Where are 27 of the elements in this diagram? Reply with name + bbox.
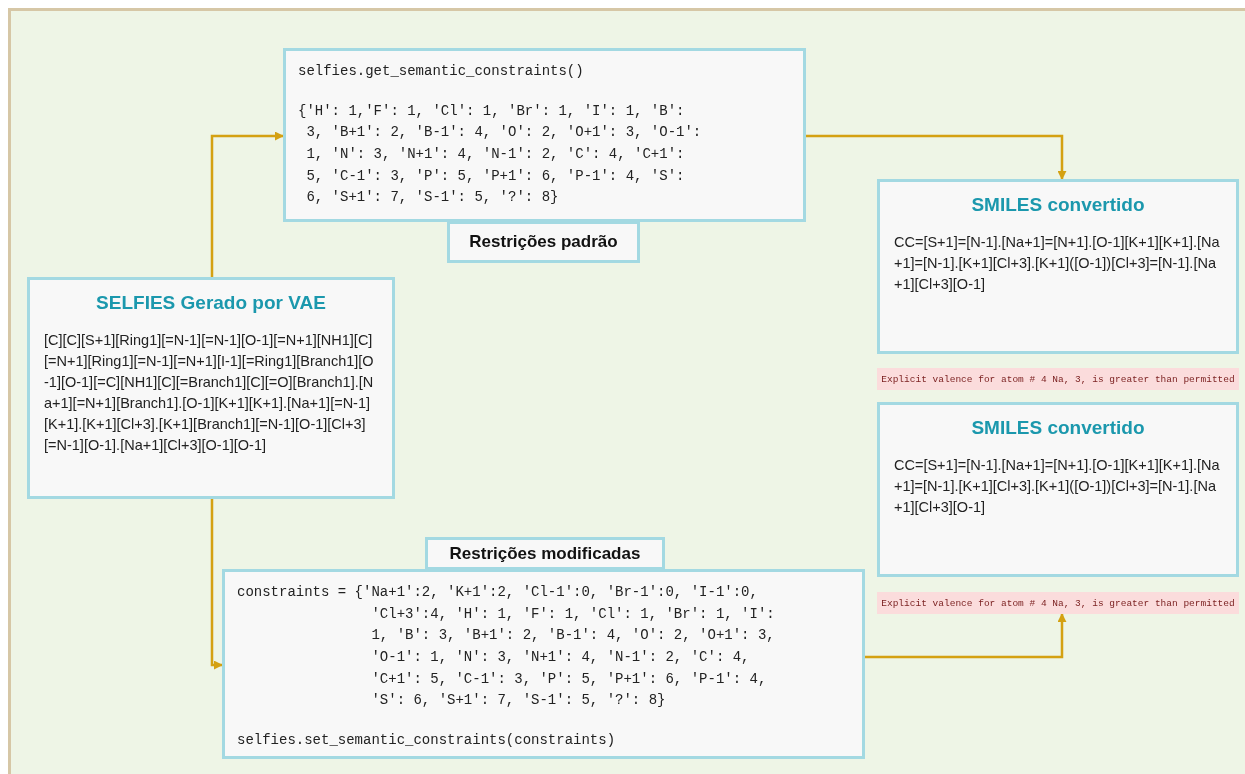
error-message-band [877,368,1239,390]
box-body-text: CC=[S+1]=[N-1].[Na+1]=[N+1].[O-1][K+1][K+1].[Na+1]=[N-1].[K+1][Cl+3].[K+1]([O-1])[Cl+3]=[N-1].[Na+1][Cl+3][O-1] [894,456,1221,518]
code-text: {'H': 1,'F': 1, 'Cl': 1, 'Br': 1, 'I': 1, 'B': 3, 'B+1': 2, 'B-1': 4, 'O': 2, 'O+1': 3, 'O-1': 1, 'N': 3, 'N+1': 4, 'N-1': 2, 'C': 4, 'C+1': 5, 'C-1': 3, 'P': 5, 'P+1': 6, 'P-1': 4, 'S': 6, 'S+1': 7, 'S-1': 5, '?': 8} [298,101,702,208]
box-title: SMILES convertido [970,194,1146,216]
error-message-band [877,592,1239,614]
box-body-text: [C][C][S+1][Ring1][=N-1][=N-1][O-1][=N+1][NH1][C][=N+1][Ring1][=N-1][=N+1][I-1][=Ring1][Branch1][O-1][O-1][=C][NH1][C][=Branch1][C][=O][Branch1].[Na+1][=N+1][Branch1].[O-1][K+1][K+1].[Na+1][=N-1][K+1].[K+1][Cl+3].[K+1][Branch1][=N-1][O-1][Cl+3][=N-1][O-1].[Na+1][Cl+3][O-1][O-1] [44,331,375,456]
arrow [806,134,1067,180]
code-box [222,569,865,759]
box-body-text: CC=[S+1]=[N-1].[Na+1]=[N+1].[O-1][K+1][K+1].[Na+1]=[N-1].[K+1][Cl+3].[K+1]([O-1])[Cl+3]=[N-1].[Na+1][Cl+3][O-1] [894,233,1221,295]
code-text: constraints = {'Na+1':2, 'K+1':2, 'Cl-1':0, 'Br-1':0, 'I-1':0, 'Cl+3':4, 'H': 1, 'F': 1, 'Cl': 1, 'Br': 1, 'I': 1, 'B': 3, 'B+1': 2, 'B-1': 4, 'O': 2, 'O+1': 3, 'O-1': 1, 'N': 3, 'N+1': 4, 'N-1': 2, 'C': 4, 'C+1': 5, 'C-1': 3, 'P': 5, 'P+1': 6, 'P-1': 4, 'S': 6, 'S+1': 7, 'S-1': 5, '?': 8} [237,583,776,711]
code-box [283,48,806,222]
arrow [210,499,223,670]
code-text: selfies.set_semantic_constraints(constraints) [237,731,616,751]
tab-label-box [447,221,640,263]
arrow [210,131,284,277]
code-text: selfies.get_semantic_constraints() [298,62,584,81]
tab-label-text: Restrições padrão [469,232,618,252]
text-box [877,402,1239,577]
text-box [877,179,1239,354]
tab-label-text: Restrições modificadas [449,543,641,564]
box-title: SELFIES Gerado por VAE [95,292,327,314]
box-title: SMILES convertido [970,417,1146,439]
error-message-text: Explicit valence for atom # 4 Na, 3, is greater than permitted [881,373,1235,385]
error-message-text: Explicit valence for atom # 4 Na, 3, is greater than permitted [881,597,1235,609]
text-box [27,277,395,499]
tab-label-box [425,537,665,570]
arrow [865,613,1067,659]
